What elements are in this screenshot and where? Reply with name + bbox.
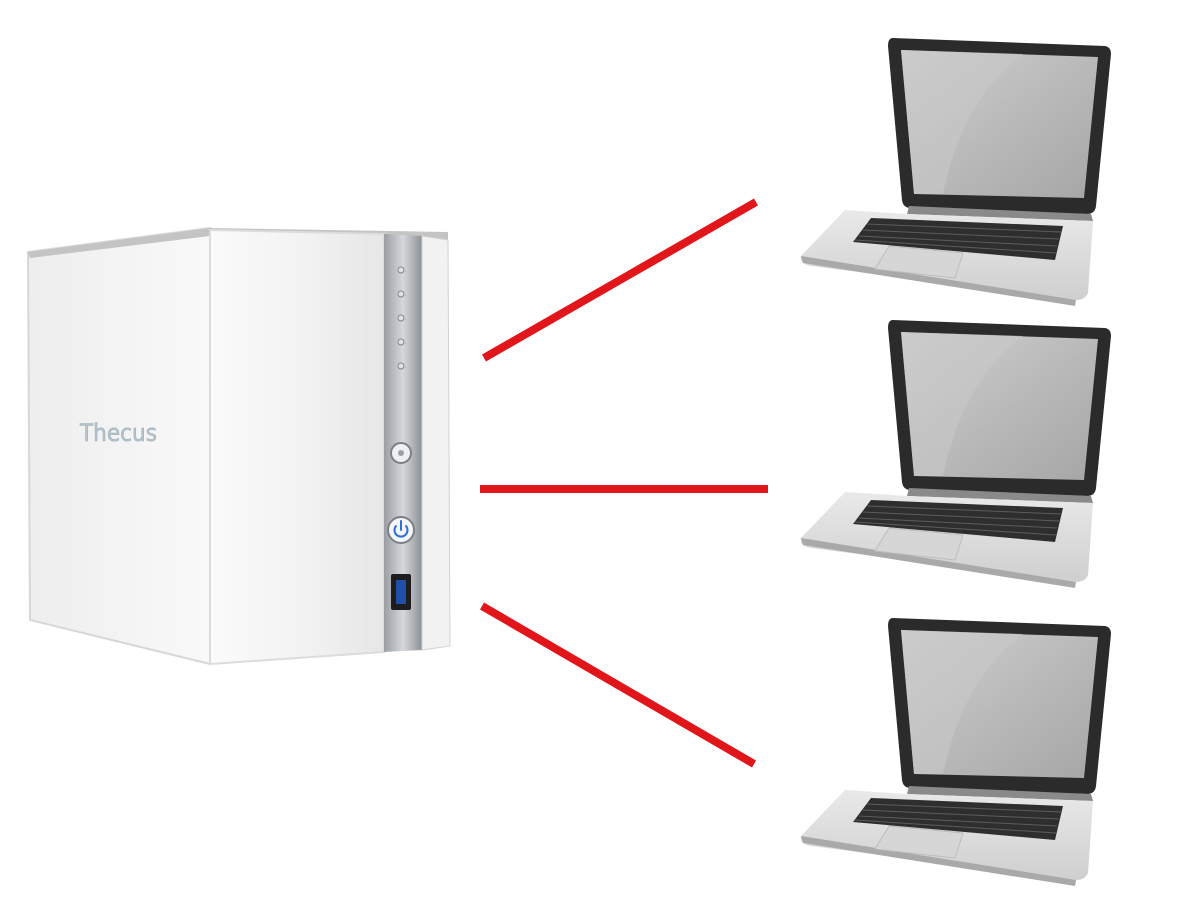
nas-function-button[interactable] bbox=[390, 442, 412, 464]
connection-line-bottom bbox=[479, 602, 757, 768]
power-icon bbox=[393, 520, 409, 538]
nas-front-door bbox=[209, 228, 385, 666]
nas-right-edge bbox=[421, 235, 451, 651]
nas-device: Thecus bbox=[26, 226, 451, 666]
led-indicator bbox=[397, 362, 405, 370]
laptop-top bbox=[800, 37, 1112, 307]
led-indicator bbox=[397, 314, 405, 322]
connection-lines bbox=[479, 198, 768, 768]
laptop-middle bbox=[800, 319, 1112, 589]
led-indicator bbox=[397, 290, 405, 298]
nas-status-leds bbox=[397, 266, 405, 370]
laptop-bottom bbox=[800, 617, 1112, 887]
led-indicator bbox=[397, 338, 405, 346]
nas-brand-label: Thecus bbox=[79, 419, 157, 447]
nas-power-button[interactable] bbox=[387, 516, 415, 544]
led-indicator bbox=[397, 266, 405, 274]
nas-usb-port[interactable] bbox=[391, 574, 411, 610]
connection-line-top bbox=[482, 198, 758, 362]
